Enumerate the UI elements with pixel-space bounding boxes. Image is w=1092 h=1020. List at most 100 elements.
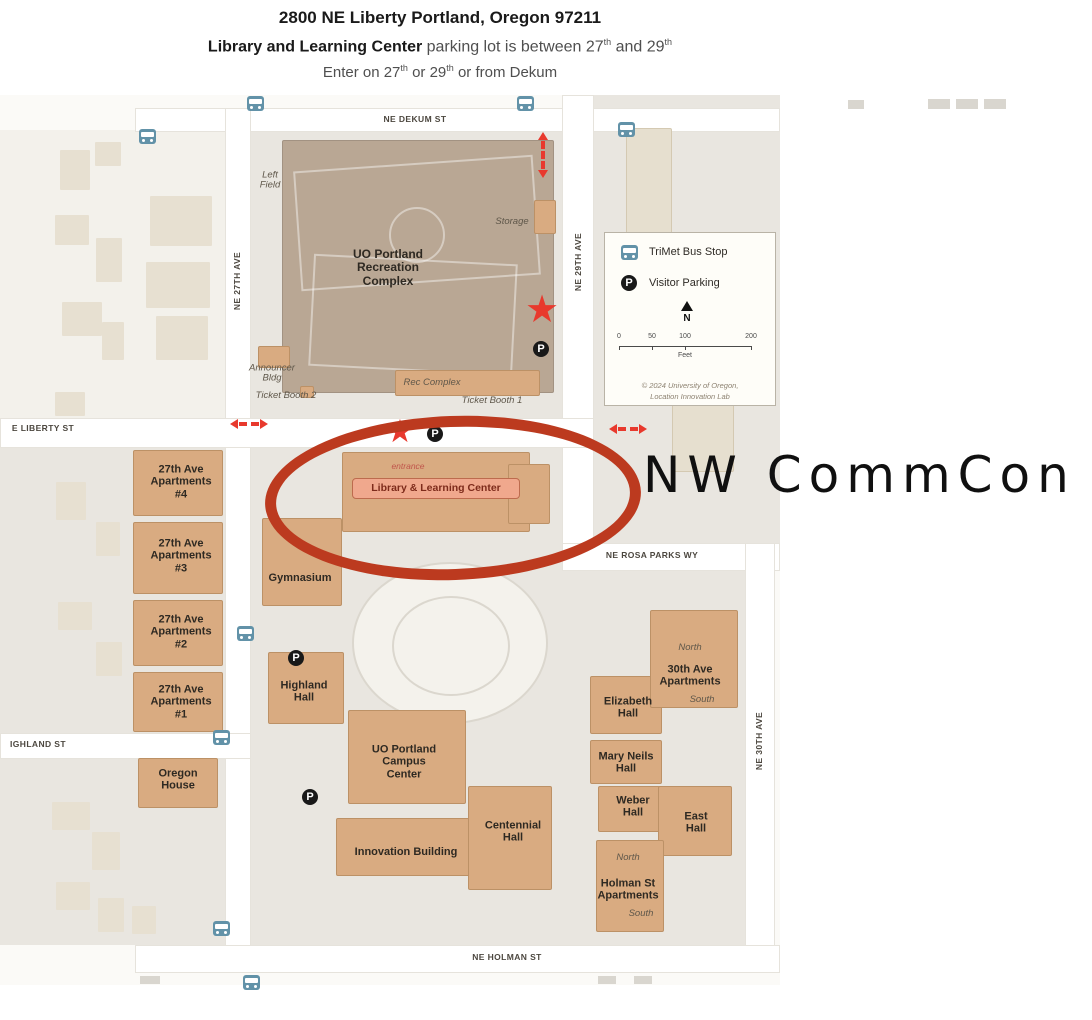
street-label-dekum: NE DEKUM ST [383, 114, 447, 124]
apartments-2-building [133, 600, 223, 666]
map-legend: TriMet Bus Stop P Visitor Parking N 0 50… [604, 232, 776, 406]
east-hall-label: East Hall [684, 810, 708, 835]
apartments-3-building [133, 522, 223, 594]
bus-stop-icon [243, 975, 260, 990]
arrowhead-left [609, 424, 617, 434]
gymnasium-building [262, 518, 342, 606]
arrowhead-up [538, 132, 548, 140]
arrow-dash [541, 141, 545, 169]
map-fragment [598, 976, 616, 984]
centennial-hall-building [468, 786, 552, 890]
bus-stop-icon [517, 96, 534, 111]
apts30-north-label: North [678, 641, 702, 653]
scale-tick-mark [685, 346, 686, 350]
north-arrow-icon [681, 301, 693, 311]
bus-stop-icon [213, 730, 230, 745]
arrow-dash [239, 422, 259, 426]
annotation-text: NW CommCon [643, 446, 1076, 504]
neighborhood-building [156, 316, 208, 360]
scale-unit-label: Feet [677, 352, 693, 359]
neighborhood-building [132, 906, 156, 934]
innovation-building [336, 818, 474, 876]
apartments-4-label: 27th Ave Apartments #4 [150, 463, 212, 501]
storage-building [534, 200, 556, 234]
neighborhood-building [96, 238, 122, 282]
street-ne-29th [562, 95, 594, 571]
street-label-27th: NE 27TH AVE [232, 251, 242, 311]
street-label-rosa-parks: NE ROSA PARKS WY [605, 550, 699, 560]
library-label-pill: Library & Learning Center [352, 478, 520, 499]
street-ne-liberty [0, 418, 594, 448]
bus-stop-icon [213, 921, 230, 936]
holman-south-label: South [628, 907, 654, 919]
scale-tick-mark [619, 346, 620, 350]
storage-label: Storage [495, 215, 529, 227]
neighborhood-building [92, 832, 120, 870]
library-name-bold: Library and Learning Center [207, 38, 423, 56]
parking-icon: P [533, 341, 549, 357]
bus-stop-icon [237, 626, 254, 641]
arrow-dash [618, 427, 638, 431]
neighborhood-building [96, 522, 120, 556]
mary-neils-label: Mary Neils Hall [598, 750, 654, 775]
holman-name-label: Holman St Apartments [597, 877, 659, 902]
oregon-house-label: Oregon House [158, 767, 198, 792]
bus-stop-icon [139, 129, 156, 144]
scale-tick: 200 [745, 333, 757, 340]
arrowhead-down [538, 170, 548, 178]
scale-tick: 0 [617, 333, 621, 340]
arrowhead-right [639, 424, 647, 434]
unlabeled-building [626, 128, 672, 234]
apts30-name-label: 30th Ave Apartments [659, 663, 721, 688]
star-marker-icon: ★ [524, 289, 560, 331]
scale-tick: 100 [679, 333, 691, 340]
street-label-liberty: E LIBERTY ST [11, 423, 75, 433]
mary-neils-hall-building [590, 740, 662, 784]
neighborhood-building [150, 196, 212, 246]
oregon-house-building [138, 758, 218, 808]
scale-tick-mark [751, 346, 752, 350]
street-label-holman: NE HOLMAN ST [472, 952, 542, 962]
ticket-booth-2-label: Ticket Booth 2 [255, 389, 317, 401]
scale-bar: 0 50 100 200 Feet [615, 333, 767, 365]
rec-complex-small-label: Rec Complex [403, 376, 461, 388]
ticket-booth-2-building [300, 386, 314, 398]
copyright-line-1: © 2024 University of Oregon, [641, 381, 739, 390]
map-fragment [140, 976, 160, 984]
parking-info-line: Library and Learning Center parking lot … [207, 37, 673, 56]
neighborhood-building [56, 882, 90, 910]
parking-icon: P [288, 650, 304, 666]
arrowhead-right [260, 419, 268, 429]
neighborhood-building [146, 262, 210, 308]
announcer-label: Announcer Bldg [249, 362, 295, 384]
central-lawn-inner [392, 596, 510, 696]
street-label-29th: NE 29TH AVE [573, 232, 583, 292]
east-hall-building [658, 786, 732, 856]
bus-stop-icon [621, 245, 638, 260]
map-header: 2800 NE Liberty Portland, Oregon 97211 L… [0, 8, 880, 81]
legend-parking-label: Visitor Parking [649, 277, 720, 289]
campus-center-building [348, 710, 466, 804]
announcer-building [258, 346, 290, 368]
legend-bus-label: TriMet Bus Stop [649, 246, 728, 258]
entry-arrow-icon [538, 132, 548, 178]
street-ne-holman [135, 945, 780, 973]
recreation-complex-building [282, 140, 554, 393]
street-label-highland: IGHLAND ST [10, 739, 66, 749]
map-fragment [984, 99, 1006, 109]
rec-complex-label: UO Portland Recreation Complex [352, 246, 424, 288]
neighborhood-building [56, 482, 86, 520]
map-fragment [928, 99, 950, 109]
apartments-4-building [133, 450, 223, 516]
neighborhood-building [52, 802, 90, 830]
entry-info-line: Enter on 27th or 29th or from Dekum [322, 63, 558, 82]
street-ne-27th [225, 108, 251, 973]
map-fragment [634, 976, 652, 984]
innovation-label: Innovation Building [354, 845, 458, 858]
street-ne-rosa-parks [562, 543, 780, 571]
neighborhood-building [102, 322, 124, 360]
address-line: 2800 NE Liberty Portland, Oregon 97211 [278, 8, 602, 27]
neighborhood-building [55, 392, 85, 416]
apartments-2-label: 27th Ave Apartments #2 [150, 613, 212, 651]
